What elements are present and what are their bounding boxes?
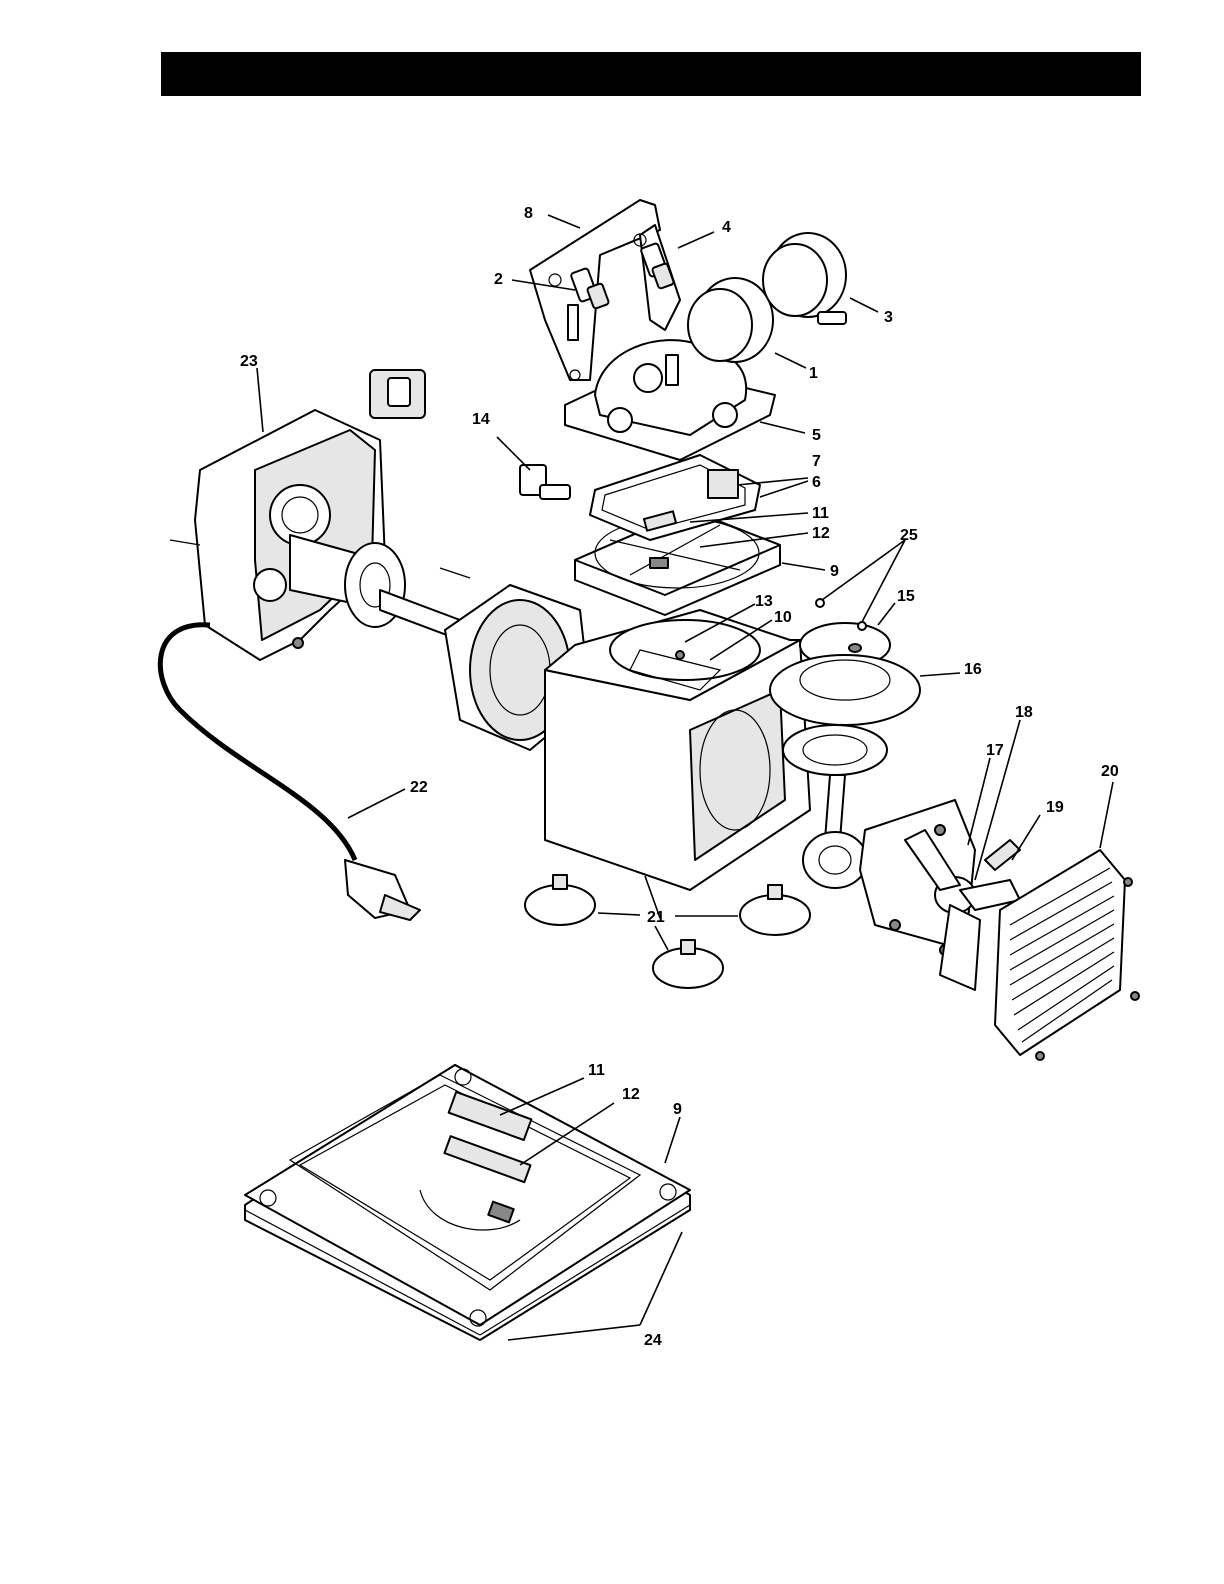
callout-22: 22 xyxy=(410,779,428,796)
callout-10: 10 xyxy=(774,609,792,626)
part-power-cord xyxy=(160,625,420,920)
callout-13: 13 xyxy=(755,593,773,610)
callout-24: 24 xyxy=(644,1332,662,1349)
callout-19: 19 xyxy=(1046,799,1064,816)
callout-2: 2 xyxy=(494,271,503,288)
detail-callout-11: 11 xyxy=(588,1062,605,1079)
callout-9: 9 xyxy=(830,563,839,580)
callout-7: 7 xyxy=(812,453,821,470)
part-elbow-fitting xyxy=(520,465,570,499)
callout-14: 14 xyxy=(472,411,490,428)
callout-3: 3 xyxy=(884,309,893,326)
callout-5: 5 xyxy=(812,427,821,444)
callout-17: 17 xyxy=(986,742,1004,759)
callout-18: 18 xyxy=(1015,704,1033,721)
part-foot-right xyxy=(740,885,810,935)
part-foot-bottom xyxy=(653,940,723,988)
detail-valve-plate xyxy=(245,1065,690,1340)
callout-20: 20 xyxy=(1101,763,1119,780)
callout-11: 11 xyxy=(812,505,829,522)
part-block xyxy=(708,470,738,498)
callout-12: 12 xyxy=(812,525,830,542)
part-main-housing xyxy=(545,610,810,890)
callout-21: 21 xyxy=(647,909,665,926)
callout-6: 6 xyxy=(812,474,821,491)
callout-4: 4 xyxy=(722,219,731,236)
detail-callout-9: 9 xyxy=(673,1101,682,1118)
callout-1: 1 xyxy=(809,365,818,382)
part-gauge-1 xyxy=(688,278,773,362)
part-piston-cup xyxy=(770,655,920,725)
callout-16: 16 xyxy=(964,661,982,678)
detail-callout-12: 12 xyxy=(622,1086,640,1103)
part-gauge-3 xyxy=(763,233,846,324)
part-foot-left xyxy=(525,875,595,925)
part-grille xyxy=(995,850,1139,1060)
callout-23: 23 xyxy=(240,353,258,370)
callout-15: 15 xyxy=(897,588,915,605)
callout-25: 25 xyxy=(900,527,918,544)
callout-8: 8 xyxy=(524,205,533,222)
